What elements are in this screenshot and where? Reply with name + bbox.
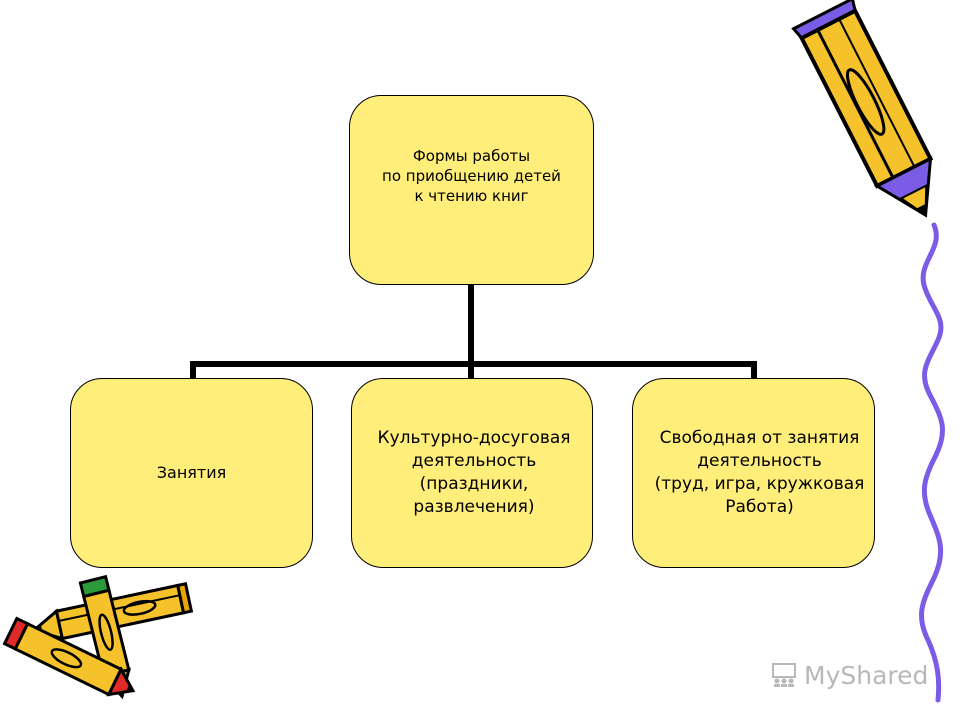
classroom-icon bbox=[772, 663, 796, 687]
tree-connectors bbox=[190, 282, 757, 381]
watermark: MyShared bbox=[770, 655, 930, 695]
node-leisure-activity: Культурно-досуговая деятельность (праздн… bbox=[351, 378, 593, 568]
node-free-activity: Свободная от занятия деятельность (труд,… bbox=[632, 378, 875, 568]
watermark-text: MyShared bbox=[804, 660, 929, 690]
node-classes: Занятия bbox=[70, 378, 313, 568]
node-root: Формы работы по приобщению детей к чтени… bbox=[349, 95, 594, 285]
